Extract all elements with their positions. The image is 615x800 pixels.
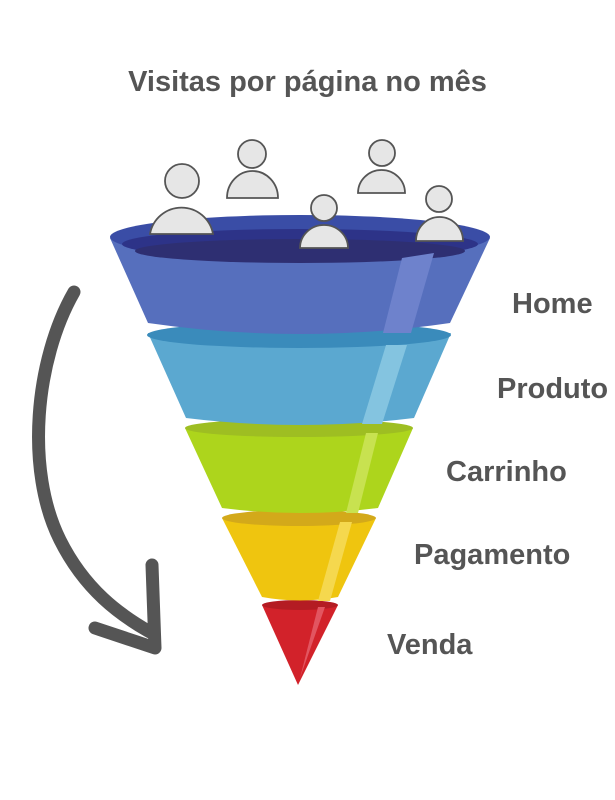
stage-label-home: Home [512, 288, 593, 320]
funnel-stage-venda [262, 600, 338, 685]
person-icon [415, 185, 464, 242]
person-icon [357, 139, 406, 194]
person-icon [299, 194, 349, 249]
person-icon [226, 139, 279, 199]
diagram-title: Visitas por página no mês [128, 66, 487, 98]
person-icon [148, 163, 215, 235]
stage-label-produto: Produto [497, 373, 609, 405]
funnel-stage-produto [147, 322, 451, 425]
stage-label-carrinho: Carrinho [446, 456, 567, 488]
down-arrow-icon [32, 285, 162, 655]
funnel-stage-carrinho [185, 419, 413, 513]
funnel-stage-pagamento [222, 510, 376, 601]
stage-label-pagamento: Pagamento [414, 539, 571, 571]
stage-label-venda: Venda [387, 629, 473, 661]
funnel-stage-home [110, 215, 490, 334]
